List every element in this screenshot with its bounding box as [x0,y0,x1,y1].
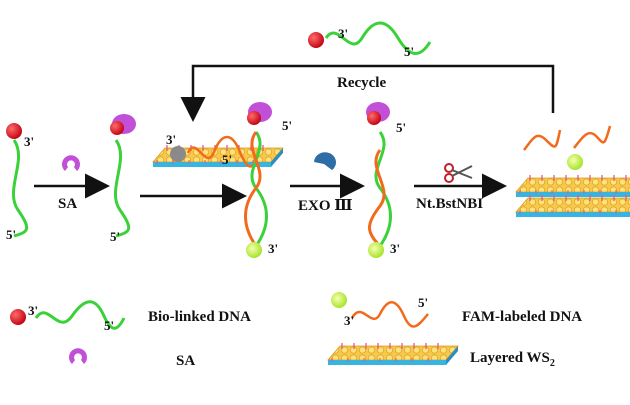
recycle-loop [180,64,555,122]
ws2-final [515,174,630,218]
prime-5-s3: 5' [282,118,293,133]
legend-ws2-text: Layered WS [470,350,550,366]
sa-bound-dna [110,114,136,238]
prime-3-recycle: 3' [338,26,349,41]
ws2-with-probe [152,135,284,168]
legend-fam-dna-label: FAM-labeled DNA [462,309,583,325]
recycle-label: Recycle [337,75,387,91]
legend-ws2-subscript: 2 [549,358,555,369]
exo-icon [314,152,336,170]
prime-5-s4: 5' [396,120,407,135]
duplex-stage-3 [244,102,272,258]
fam-quenched-icon [170,146,186,162]
prime-3-s1: 3' [24,134,35,149]
bio-dna-strand-1 [6,123,29,238]
prime-5-s1: 5' [6,227,17,242]
prime-3-s3: 3' [268,241,279,256]
sa-icon [61,155,80,171]
legend-sa-label: SA [176,353,196,369]
prime-5-legend-fam: 5' [418,295,429,310]
arrow-nick [414,163,507,199]
legend-ws2-symbol [327,342,459,366]
arrow-sa [34,155,110,199]
prime-5-legend-bio: 5' [104,318,115,333]
released-fragments [523,125,612,170]
prime-3-probe: 3' [166,132,177,147]
prime-3-legend-bio: 3' [28,303,39,318]
legend-bio-dna-symbol [10,300,126,330]
step-label-exo: EXO Ⅲ [298,198,353,214]
legend-ws2-label: Layered WS2 [470,350,555,369]
recycled-bio-dna [308,21,432,55]
prime-5-s2: 5' [110,229,121,244]
prime-5-recycle: 5' [404,44,415,59]
step-label-sa: SA [58,196,78,212]
legend-bio-dna-label: Bio-linked DNA [148,309,251,325]
prime-3-s4: 3' [390,241,401,256]
legend-sa-symbol [68,348,87,364]
prime-5-probe: 5' [222,152,233,167]
scissors-icon [444,163,473,183]
duplex-stage-4 [366,102,392,258]
prime-3-legend-fam: 3' [344,313,355,328]
step-label-nick: Nt.BstNBI [416,196,484,212]
legend-fam-dna-symbol [331,292,429,328]
arrow-exo [290,152,365,199]
